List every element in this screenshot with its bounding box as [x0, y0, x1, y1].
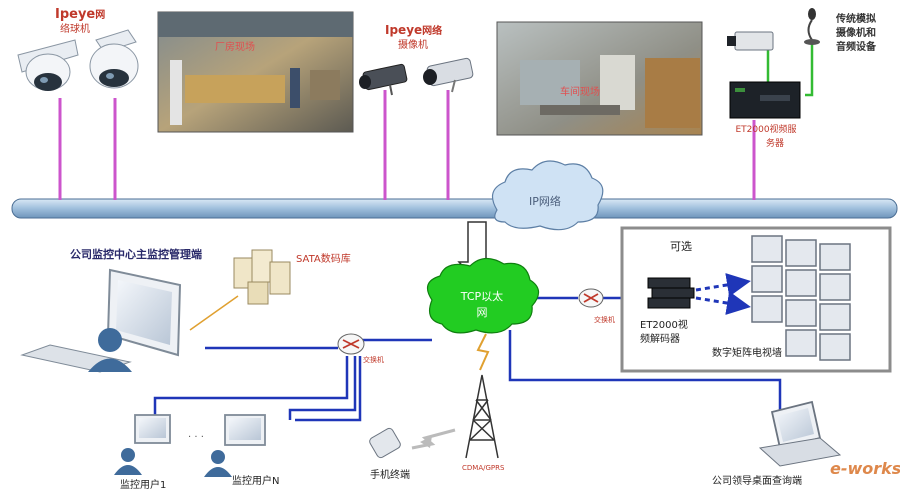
analog-label-line3: 音频设备: [836, 40, 877, 53]
dome-camera-brand: Ipeye网: [55, 7, 105, 22]
leader-label: 公司领导桌面查询端: [712, 474, 802, 487]
cell-tower-icon: [465, 374, 499, 459]
user-n-workstation: [204, 414, 266, 477]
wireless-link-icon: [476, 333, 490, 371]
analog-camera: [727, 31, 774, 51]
decoder-label-2: 频解码器: [640, 332, 680, 345]
video-wall-panel: 可选 ET2000视 频解码器 数字矩阵电视墙: [620, 226, 892, 373]
ip-network-cloud: IP网络: [491, 160, 604, 231]
tv-wall-screens: [751, 235, 851, 361]
site-photo-1: 厂房现场: [157, 11, 354, 133]
db-link: [189, 295, 239, 331]
monitor-center-workstation: [20, 268, 182, 373]
optional-label: 可选: [670, 240, 692, 253]
camera-links: [58, 90, 756, 200]
tcp-ethernet-cloud: TCP以太 网: [426, 257, 540, 334]
user-1-workstation: [114, 414, 171, 475]
video-wall-label: 数字矩阵电视墙: [712, 346, 782, 359]
sata-database: [233, 249, 291, 305]
user-1-label: 监控用户1: [120, 478, 166, 491]
site-photo-2: 车间现场: [496, 21, 703, 136]
et2000-video-server: [729, 81, 801, 119]
et2000-server-label-1: ET2000视频服: [735, 123, 796, 135]
switch-right-label: 交换机: [594, 315, 615, 324]
gprs-label: CDMA/GPRS: [462, 464, 505, 472]
mobile-label: 手机终端: [370, 468, 410, 481]
decoder-label-1: ET2000视: [640, 318, 688, 331]
tcp-label-line1: TCP以太: [460, 290, 503, 303]
photo-1-caption: 厂房现场: [215, 40, 255, 53]
dome-camera-type: 络球机: [60, 22, 90, 35]
network-camera-brand: Ipeye网络: [385, 23, 442, 37]
ip-backbone-pipe: [11, 198, 898, 219]
tcp-label-line2: 网: [477, 306, 488, 319]
et2000-decoder: [647, 277, 695, 309]
user-n-label: 监控用户N: [232, 474, 279, 487]
leader-laptop: [758, 400, 842, 467]
mobile-phone-icon: [369, 427, 456, 459]
microphone: [804, 8, 820, 45]
dome-camera-1: [17, 39, 79, 91]
sata-db-label: SATA数码库: [296, 252, 351, 265]
analog-label-line1: 传统模拟: [835, 12, 876, 25]
box-camera-1: [359, 63, 408, 96]
watermark: e-works: [830, 459, 900, 478]
switch-right: [578, 288, 604, 308]
switch-left-label: 交换机: [363, 355, 384, 364]
analog-label-line2: 摄像机和: [836, 26, 876, 39]
network-camera-type: 摄像机: [398, 38, 428, 51]
photo-2-caption: 车间现场: [560, 85, 600, 98]
box-camera-2: [423, 57, 474, 93]
analog-links: [766, 40, 814, 97]
dome-camera-2: [89, 29, 139, 89]
switch-left: [337, 333, 365, 355]
monitor-center-label: 公司监控中心主监控管理端: [70, 247, 202, 261]
ip-network-label: IP网络: [529, 194, 561, 208]
users-ellipsis: · · ·: [188, 432, 204, 443]
et2000-server-label-2: 务器: [766, 137, 784, 149]
